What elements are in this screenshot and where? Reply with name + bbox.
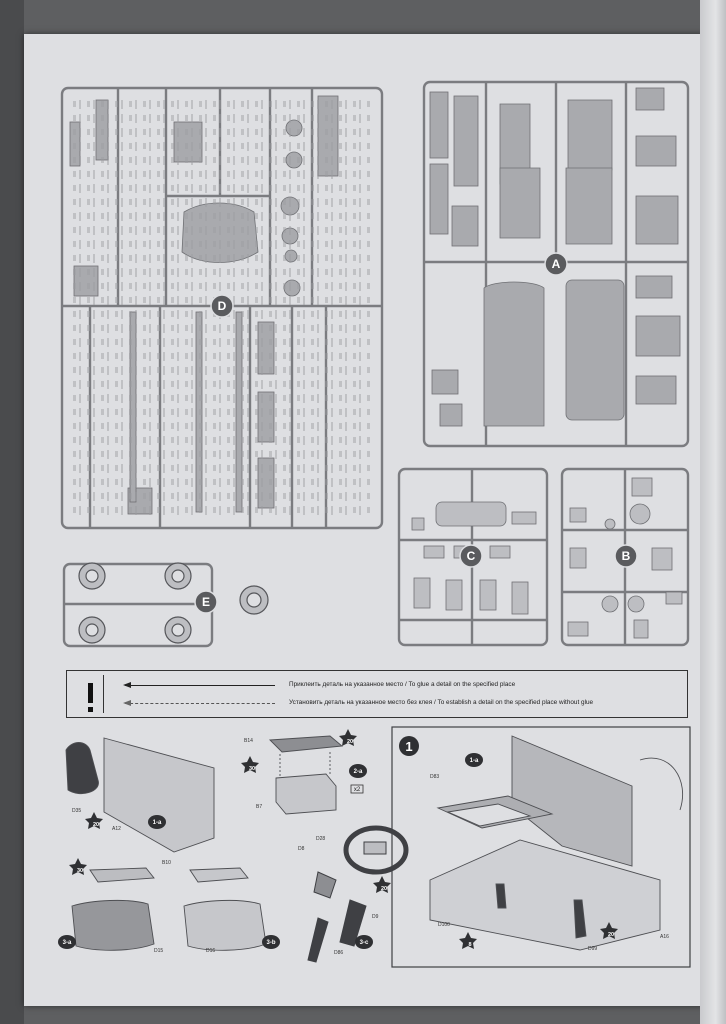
paint-number: 20 — [608, 932, 614, 938]
step-1-substep-label: 1-a — [470, 758, 479, 764]
attention-icon — [75, 675, 104, 713]
assembly-3a — [71, 867, 155, 951]
assembly-3c — [307, 825, 409, 963]
substep-3a: 3-a — [63, 940, 72, 946]
sprue-c-badge: C — [467, 549, 476, 563]
assembly-2a — [268, 735, 344, 815]
sprue-c-parts — [411, 501, 537, 615]
part-label: D83 — [430, 774, 439, 780]
part-label: D16 — [206, 948, 215, 954]
paint-number: 20 — [93, 822, 99, 828]
substep-2a: 2-a — [354, 769, 363, 775]
paint-number: 30 — [77, 868, 83, 874]
step-1-illustration — [429, 735, 684, 951]
substep-3b: 3-b — [267, 940, 276, 946]
no-glue-legend-text: Установить деталь на указанное место без… — [289, 699, 594, 706]
substep-1a: 1-a — [153, 820, 162, 826]
part-label: D86 — [334, 950, 343, 956]
part-label: A16 — [660, 934, 669, 940]
step-1-number: 1 — [405, 739, 412, 754]
substep-3c: 3-c — [360, 940, 369, 946]
page-spine — [700, 0, 726, 1024]
sprue-e-wheels — [78, 562, 269, 644]
part-label: B14 — [244, 738, 253, 744]
part-label: B7 — [256, 804, 262, 810]
sprue-e-badge: E — [202, 595, 210, 609]
glue-arrow-icon — [123, 682, 275, 688]
sprue-a-badge: A — [552, 257, 561, 271]
glue-legend-text: Приклеить деталь на указанное место / To… — [289, 681, 516, 688]
quantity-x2: x2 — [354, 787, 361, 793]
sprue-b-parts — [567, 477, 683, 639]
substep-badges — [58, 736, 483, 949]
paint-stars — [69, 729, 618, 949]
sprue-d-badge: D — [218, 299, 227, 313]
paint-number: 30 — [249, 766, 255, 772]
part-label: D15 — [154, 948, 163, 954]
part-label: D8 — [298, 846, 305, 852]
no-glue-arrow-icon — [123, 700, 275, 706]
sprue-b-badge: B — [622, 549, 631, 563]
paint-number: 20 — [347, 739, 353, 745]
paint-number: 8 — [468, 942, 471, 948]
part-label: D100 — [438, 922, 450, 928]
part-label: A12 — [112, 826, 121, 832]
part-label: D99 — [588, 946, 597, 952]
assembly-3b — [183, 867, 267, 951]
quantity-box — [350, 784, 364, 794]
background-edge — [0, 0, 24, 1024]
part-label: D35 — [72, 808, 81, 814]
part-label: D28 — [316, 836, 325, 842]
glue-legend: Приклеить деталь на указанное место / To… — [66, 670, 688, 718]
sprue-a-parts — [429, 87, 681, 427]
step-1-frame — [391, 726, 691, 968]
part-label: B10 — [162, 860, 171, 866]
paint-number: 20 — [381, 886, 387, 892]
assembly-1a — [65, 737, 215, 853]
part-label: D9 — [372, 914, 379, 920]
sprue-badges — [194, 252, 638, 614]
